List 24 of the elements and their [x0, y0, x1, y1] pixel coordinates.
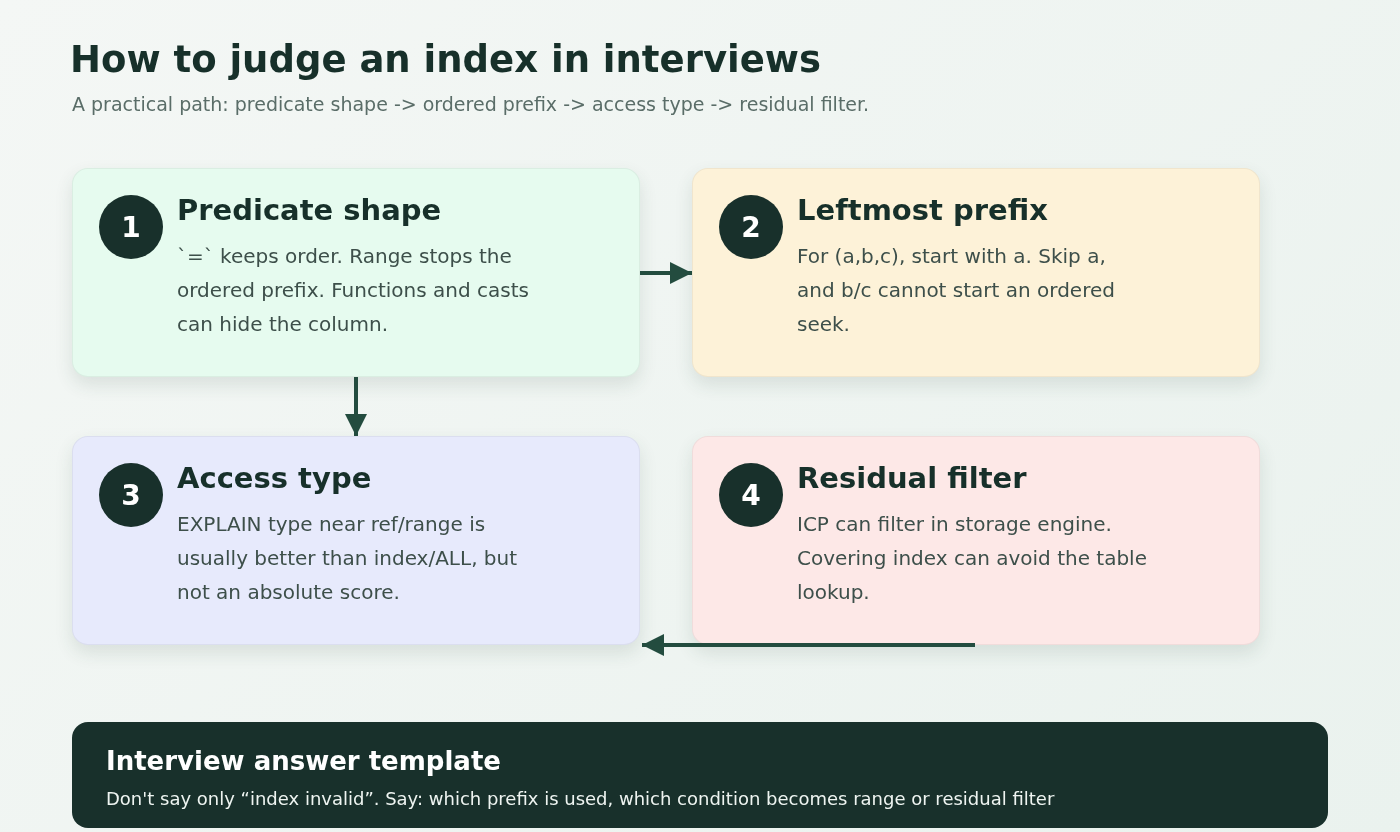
step-number: 1 — [99, 195, 163, 259]
step-description: ICP can filter in storage engine. Covering index can avoid the table lookup. — [797, 511, 1148, 606]
step-number: 4 — [719, 463, 783, 527]
template-panel — [72, 722, 1328, 828]
step-description: `=` keeps order. Range stops the ordered prefix. Functions and casts can hide the column. — [177, 243, 529, 338]
step-card — [72, 436, 640, 645]
arrow — [640, 262, 692, 284]
step-number: 2 — [719, 195, 783, 259]
step-heading: Predicate shape — [177, 193, 442, 227]
step-heading: Access type — [177, 461, 372, 495]
step-card — [692, 436, 1260, 645]
step-card — [72, 168, 640, 377]
step-heading: Residual filter — [797, 461, 1027, 495]
title: How to judge an index in interviews — [70, 38, 821, 81]
panel-heading: Interview answer template — [106, 746, 501, 776]
subtitle: A practical path: predicate shape -> ordered prefix -> access type -> residual filter. — [72, 93, 870, 115]
panel-text: Don't say only “index invalid”. Say: which prefix is used, which condition becomes range or residual filter — [106, 788, 1055, 809]
step-heading: Leftmost prefix — [797, 193, 1048, 227]
step-description: EXPLAIN type near ref/range is usually better than index/ALL, but not an absolute score. — [177, 511, 519, 606]
step-card — [692, 168, 1260, 377]
arrow — [642, 634, 975, 656]
arrow — [345, 377, 367, 436]
step-number: 3 — [99, 463, 163, 527]
step-description: For (a,b,c), start with a. Skip a, and b/c cannot start an ordered seek. — [797, 243, 1116, 338]
